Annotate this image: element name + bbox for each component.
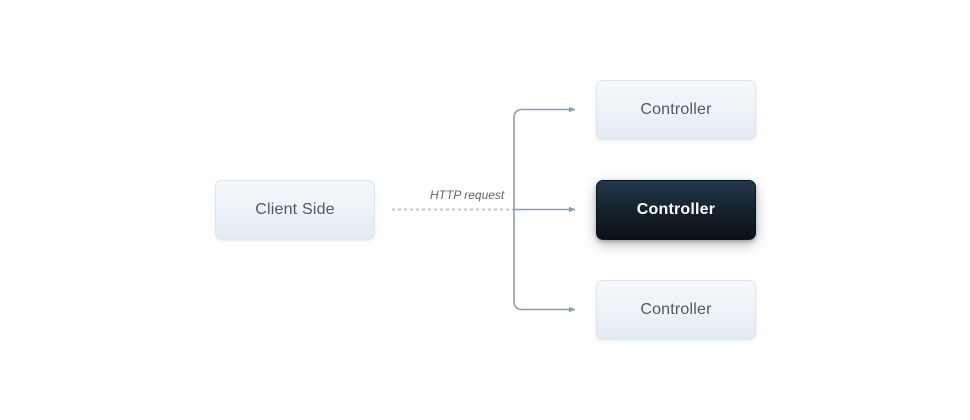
node-controller-1-label: Controller — [640, 101, 712, 118]
node-controller-2-label: Controller — [636, 201, 716, 218]
node-controller-2-active[interactable]: Controller — [596, 180, 756, 240]
edge-label-http-request: HTTP request — [430, 188, 505, 202]
node-controller-1[interactable]: Controller — [596, 80, 756, 140]
node-controller-3[interactable]: Controller — [596, 280, 756, 340]
edge-trunk-to-controller-1 — [513, 106, 576, 210]
node-client-side-label: Client Side — [255, 201, 335, 218]
edge-trunk-to-controller-3 — [513, 210, 576, 313]
node-client-side[interactable]: Client Side — [215, 180, 375, 240]
node-controller-3-label: Controller — [640, 301, 712, 318]
